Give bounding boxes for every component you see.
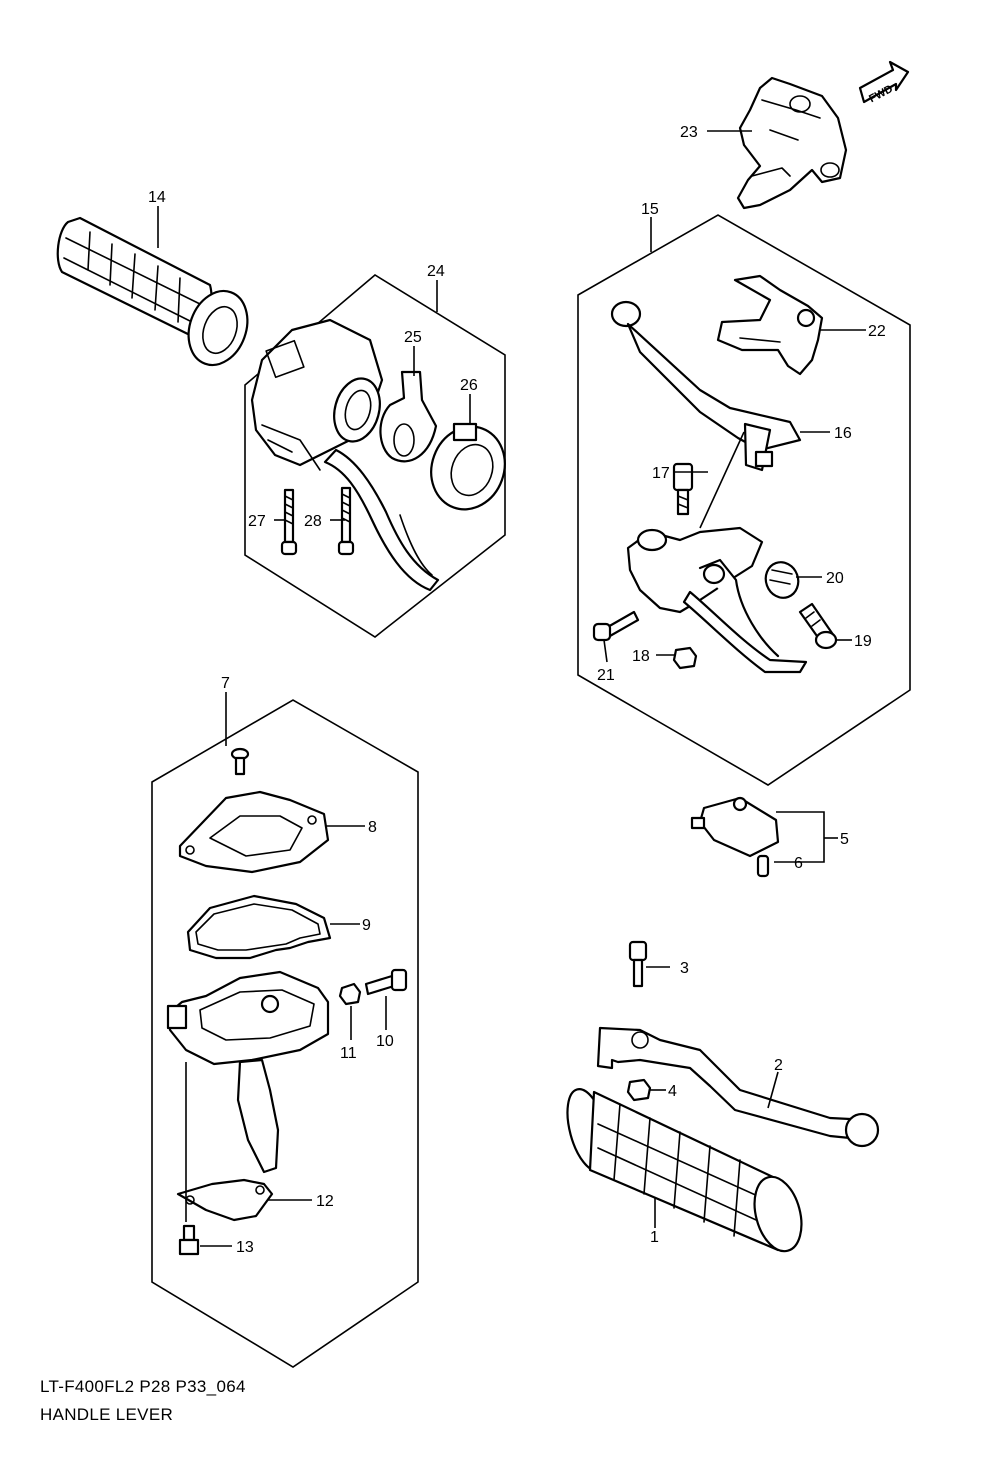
callout-8: 8 xyxy=(368,819,377,836)
callout-7: 7 xyxy=(221,675,230,692)
switch-housing-part xyxy=(250,318,440,592)
lever-bracket-part-22 xyxy=(716,274,824,376)
callout-12: 12 xyxy=(316,1193,334,1210)
callout-5: 5 xyxy=(840,831,849,848)
callout-1: 1 xyxy=(650,1229,659,1246)
throttle-cover-part-8 xyxy=(178,790,330,874)
bolt-part-17 xyxy=(672,462,694,516)
nut-part-18 xyxy=(672,646,698,670)
callout-14: 14 xyxy=(148,189,166,206)
callout-24: 24 xyxy=(427,263,445,280)
gasket-part-9 xyxy=(186,894,332,960)
pin-part-3 xyxy=(628,940,648,988)
brake-lever-assembly-part xyxy=(610,300,802,472)
long-screw-part-27 xyxy=(280,488,298,556)
screw-part-6 xyxy=(756,854,770,878)
leader-lines xyxy=(157,130,866,1247)
right-grip-part xyxy=(566,1088,803,1253)
switch-ring-part xyxy=(430,422,506,511)
bolt-part-19 xyxy=(798,602,838,650)
left-grip-part xyxy=(56,216,249,367)
cap-part-20 xyxy=(764,561,800,599)
nut-part-4 xyxy=(626,1078,652,1102)
long-screw-part-28 xyxy=(337,486,355,556)
callout-18: 18 xyxy=(632,648,650,665)
callout-labels: 14 23 15 24 25 26 27 28 22 16 17 20 19 1… xyxy=(148,124,886,1256)
callout-15: 15 xyxy=(641,201,659,218)
callout-3: 3 xyxy=(680,960,689,977)
callout-21: 21 xyxy=(597,667,615,684)
throttle-housing-part xyxy=(166,970,330,1174)
bolt-part-13 xyxy=(178,1224,200,1256)
diagram-title: HANDLE LEVER xyxy=(40,1405,174,1424)
diagram-code: LT-F400FL2 P28 P33_064 xyxy=(40,1377,246,1396)
callout-13: 13 xyxy=(236,1239,254,1256)
group-outline-24 xyxy=(244,274,506,638)
callout-2: 2 xyxy=(774,1057,783,1074)
screw-part-21 xyxy=(592,610,640,642)
nut-part-11 xyxy=(338,982,362,1006)
callout-20: 20 xyxy=(826,570,844,587)
callout-9: 9 xyxy=(362,917,371,934)
callout-11: 11 xyxy=(340,1045,357,1062)
callout-17: 17 xyxy=(652,465,670,482)
callout-23: 23 xyxy=(680,124,698,141)
group-outline-7 xyxy=(151,699,419,1368)
brake-switch-part xyxy=(690,796,780,858)
group-outline-15 xyxy=(577,214,911,786)
callout-6: 6 xyxy=(794,855,803,872)
screw-part-10 xyxy=(364,968,408,996)
callout-26: 26 xyxy=(460,377,478,394)
callout-16: 16 xyxy=(834,425,852,442)
callout-19: 19 xyxy=(854,633,872,650)
screw-top-part xyxy=(230,747,250,776)
plate-part-12 xyxy=(176,1178,274,1222)
lever-guard-part xyxy=(736,76,848,210)
master-cylinder-part xyxy=(626,526,808,674)
callout-22: 22 xyxy=(868,323,886,340)
callout-28: 28 xyxy=(304,513,322,530)
forward-arrow-icon: FWD xyxy=(858,60,910,105)
brake-lever-part-2 xyxy=(596,1026,880,1148)
switch-plate-part xyxy=(379,370,438,463)
callout-4: 4 xyxy=(668,1083,677,1100)
callout-10: 10 xyxy=(376,1033,394,1050)
callout-25: 25 xyxy=(404,329,422,346)
callout-27: 27 xyxy=(248,513,266,530)
